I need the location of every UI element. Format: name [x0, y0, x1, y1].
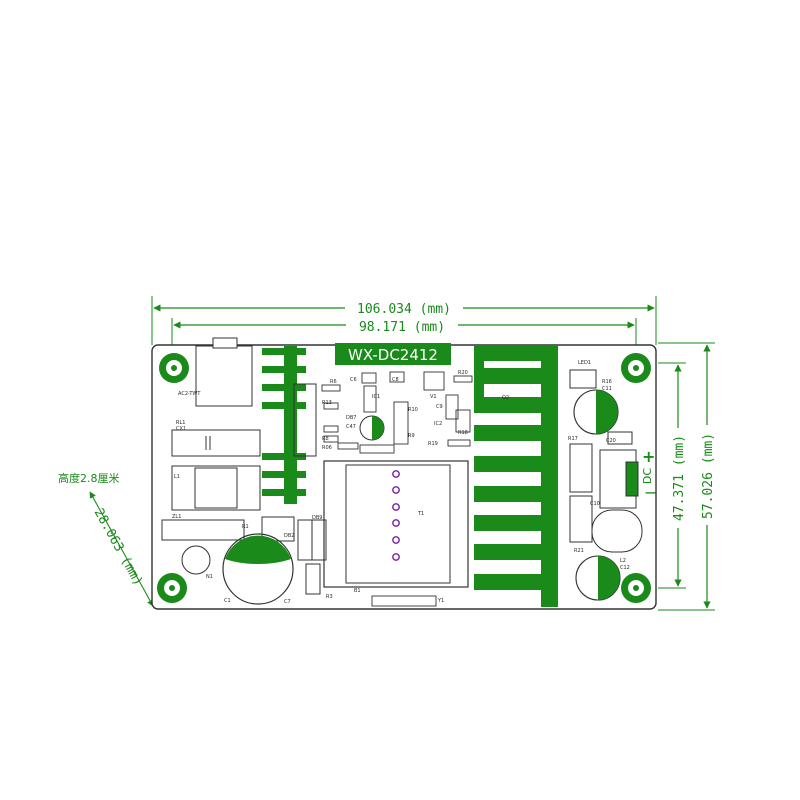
mounting-hole-top-left [159, 353, 189, 383]
silkscreen-label-r1: R1 [242, 524, 249, 530]
dimension-hole-width: 98.171 (mm) [171, 318, 637, 345]
mounting-hole-bottom-left [157, 573, 187, 603]
silkscreen-label-b1: B1 [354, 588, 361, 594]
silkscreen-label-n1: N1 [206, 574, 213, 580]
silkscreen-label-zl1: ZL1 [172, 514, 181, 520]
silkscreen-label-c1: C1 [224, 598, 231, 604]
silkscreen-label-r20: R20 [458, 370, 468, 376]
mounting-hole-top-right [621, 353, 651, 383]
height-note: 高度2.8厘米 [58, 471, 120, 485]
silkscreen-label-r10: R10 [408, 407, 418, 413]
silkscreen-label-r19: R19 [428, 441, 438, 447]
capacitor-c11 [573, 389, 619, 435]
silkscreen-label-rl1: RL1 [176, 420, 185, 426]
diagonal-distance-label: 28.063 (mm) [91, 506, 146, 589]
dc-plus-sign: + [642, 447, 655, 466]
silkscreen-label-o2: O2 [502, 395, 509, 401]
silkscreen-label-l1: L1 [174, 474, 180, 480]
hole-width-label: 98.171 (mm) [359, 320, 445, 335]
right-components [569, 369, 643, 553]
silkscreen-label-c11: C11 [602, 386, 612, 392]
dimension-overall-width: 106.034 (mm) [151, 296, 657, 345]
silkscreen-label-c20: C20 [606, 438, 616, 444]
silkscreen-label-ic1: IC1 [372, 394, 380, 400]
model-label-background [335, 343, 451, 365]
silkscreen-label-c8: C8 [392, 377, 399, 383]
silkscreen-label-c47: C47 [346, 424, 356, 430]
silkscreen-label-c6: C6 [350, 377, 357, 383]
silkscreen-label-c7: C7 [284, 599, 291, 605]
silkscreen-label-ic2: IC2 [434, 421, 442, 427]
silkscreen-label-r13: R13 [322, 400, 332, 406]
mounting-hole-bottom-right [621, 573, 651, 603]
silkscreen-label-r16: R16 [602, 379, 612, 385]
overall-width-label: 106.034 (mm) [357, 302, 451, 317]
dc-minus-sign: − [644, 483, 657, 502]
hole-height-label: 47.371 (mm) [672, 435, 687, 521]
capacitor-c1 [222, 533, 294, 605]
silkscreen-label-t1: T1 [417, 511, 424, 517]
silkscreen-label-r06: R06 [322, 445, 332, 451]
silkscreen-label-cx1: CX1 [176, 426, 186, 432]
silkscreen-label-db9: DB9 [312, 515, 322, 521]
silkscreen-label-db7: DB7 [346, 415, 356, 421]
silkscreen-label-r6: R6 [330, 379, 337, 385]
silkscreen-labels: AC2-TWTRL1CX1L1ZL1R1C1N1C7R3DB9DB2R6R13R… [172, 360, 630, 605]
silkscreen-label-ac2-twt: AC2-TWT [178, 391, 201, 397]
silkscreen-label-c9: C9 [436, 404, 443, 410]
left-components [161, 337, 327, 595]
silkscreen-label-r18: R18 [458, 430, 468, 436]
dimension-overall-height: 57.026 (mm) [658, 342, 716, 611]
overall-height-label: 57.026 (mm) [701, 433, 716, 519]
silkscreen-label-r21: R21 [574, 548, 584, 554]
silkscreen-label-r8: R8 [322, 436, 329, 442]
silkscreen-label-db2: DB2 [284, 533, 294, 539]
silkscreen-label-y1: Y1 [437, 598, 444, 604]
silkscreen-label-r3: R3 [326, 594, 333, 600]
capacitor-c12 [575, 555, 621, 601]
dc-output-label: DC [641, 468, 654, 484]
capacitor-db7 [359, 415, 385, 441]
silkscreen-label-c10: C10 [590, 501, 600, 507]
pcb-outline [151, 344, 657, 610]
silkscreen-label-r9: R9 [408, 433, 415, 439]
dimension-hole-height: 47.371 (mm) [658, 362, 687, 589]
silkscreen-label-led1: LED1 [578, 360, 591, 366]
model-label: WX-DC2412 [348, 346, 438, 364]
silkscreen-label-l2: L2 [620, 558, 626, 564]
dimension-diagonal: 28.063 (mm) [89, 491, 154, 607]
silkscreen-label-c12: C12 [620, 565, 630, 571]
silkscreen-label-v1: V1 [430, 394, 437, 400]
right-heatsink [474, 345, 558, 607]
transformer-b1 [323, 460, 469, 588]
silkscreen-label-r17: R17 [568, 436, 578, 442]
middle-components [321, 371, 473, 607]
